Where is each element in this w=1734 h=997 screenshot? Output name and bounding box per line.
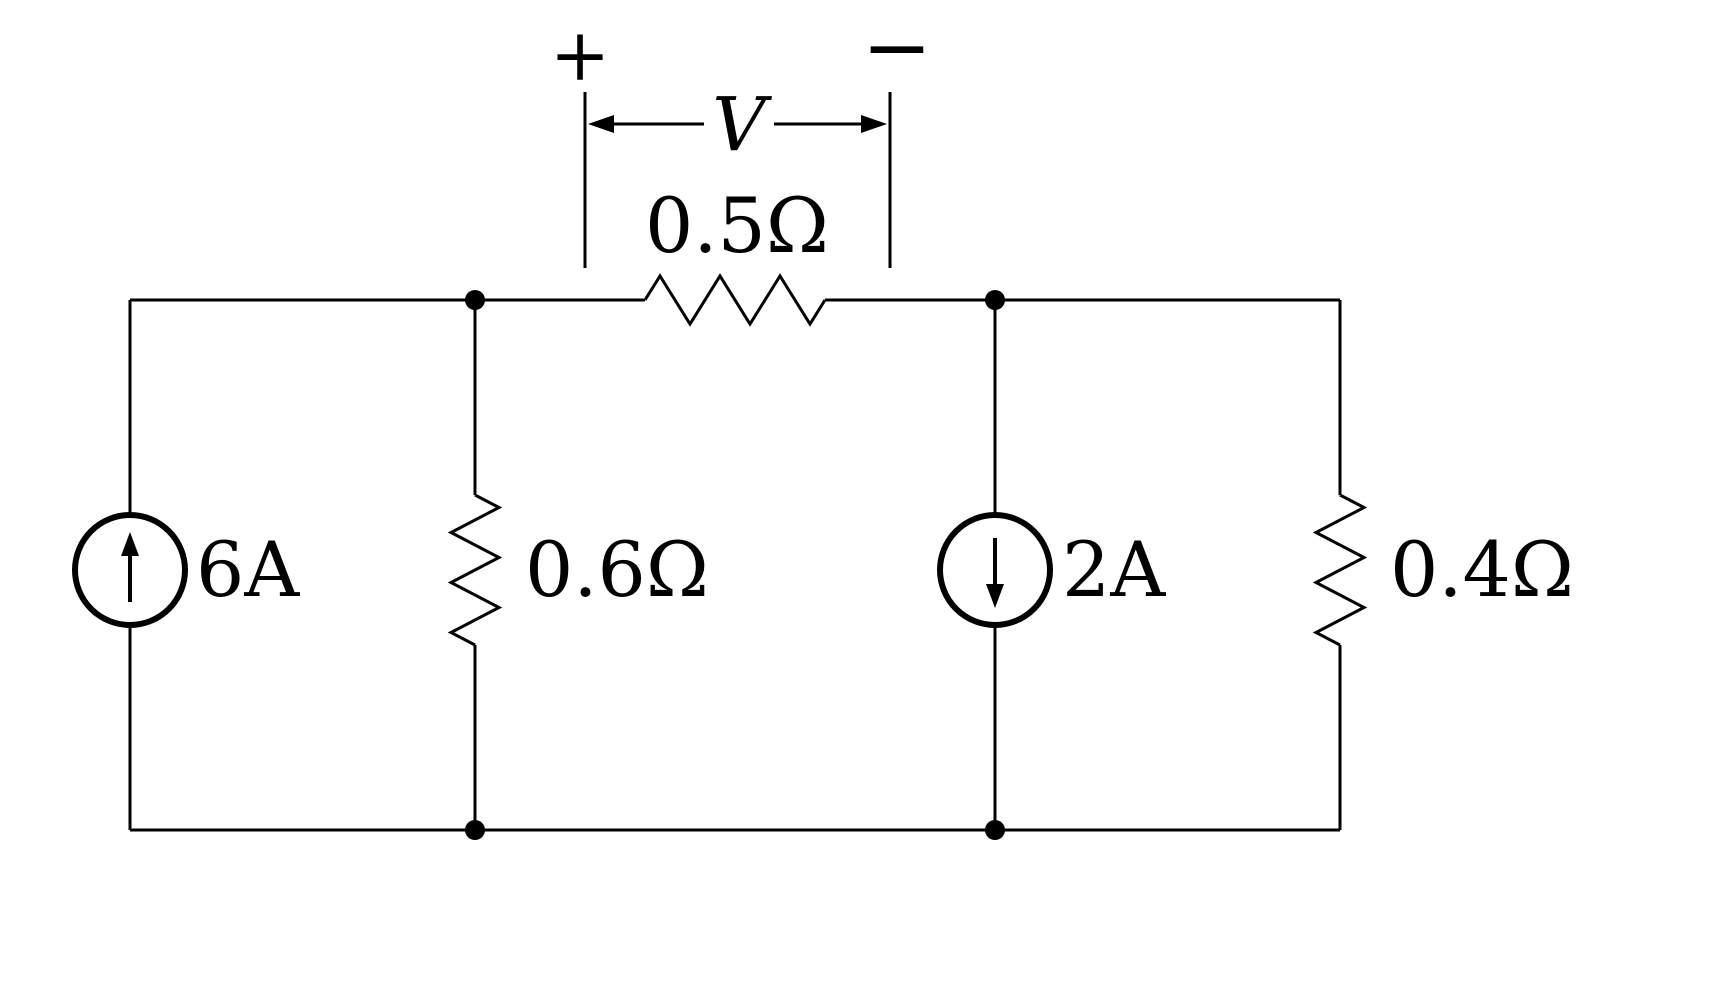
voltage-annotation: + − V	[550, 0, 932, 268]
resistor-right-label: 0.4Ω	[1390, 525, 1574, 614]
voltage-plus-sign: +	[550, 13, 610, 97]
node-dot-top-left	[465, 290, 485, 310]
current-source-right-arrowhead-down-icon	[986, 584, 1004, 608]
current-source-right-symbol: 2A	[937, 512, 1166, 628]
node-dot-bottom-right	[985, 820, 1005, 840]
current-source-right-label: 2A	[1062, 525, 1166, 614]
current-source-left-symbol: 6A	[72, 512, 300, 628]
voltage-minus-sign: −	[862, 0, 932, 96]
connection-nodes	[465, 290, 1005, 840]
resistor-top-zigzag	[643, 273, 827, 327]
resistor-right-symbol: 0.4Ω	[1312, 493, 1574, 647]
current-source-left-arrowhead-up-icon	[121, 532, 139, 556]
current-source-right-circle	[937, 512, 1053, 628]
resistor-left-label: 0.6Ω	[525, 525, 709, 614]
resistor-right-zigzag	[1312, 493, 1368, 647]
voltage-arrowhead-right-icon	[861, 115, 887, 133]
wires	[128, 298, 1342, 832]
node-dot-top-right	[985, 290, 1005, 310]
resistor-top-label: 0.5Ω	[645, 181, 829, 270]
resistor-left-zigzag	[447, 493, 503, 647]
voltage-arrowhead-left-icon	[588, 115, 614, 133]
resistor-top-symbol: 0.5Ω	[643, 181, 829, 327]
resistor-left-symbol: 0.6Ω	[447, 493, 709, 647]
voltage-label: V	[712, 82, 772, 168]
node-dot-bottom-left	[465, 820, 485, 840]
current-source-left-label: 6A	[196, 525, 300, 614]
current-source-left-circle	[72, 512, 188, 628]
